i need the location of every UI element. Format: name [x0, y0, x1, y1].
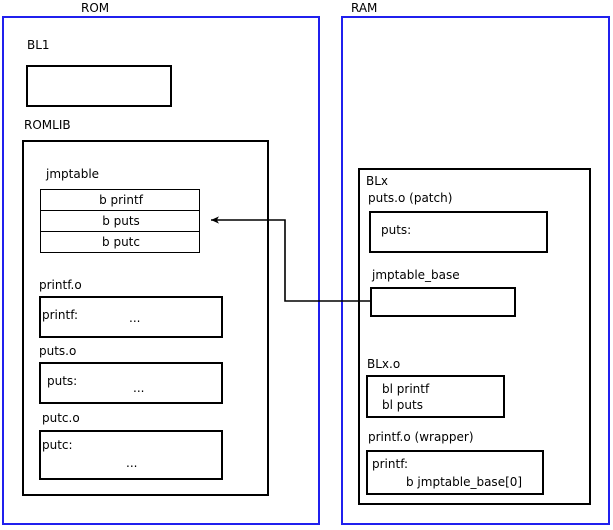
rom-putc-symbol: putc: [42, 438, 73, 452]
blx-o-box: bl printf bl puts [366, 375, 505, 418]
blx-label: BLx [366, 174, 389, 188]
blx-o-line-2: bl puts [382, 398, 423, 412]
rom-puts-ellipsis: ... [133, 381, 145, 395]
jmptable-base-box [370, 287, 516, 317]
jmptable-row-0-text: b printf [99, 193, 143, 207]
jmptable-row-2: b putc [40, 231, 200, 253]
jmptable-label: jmptable [46, 167, 100, 181]
blx-o-line-1: bl printf [382, 382, 430, 396]
rom-region-label: ROM [81, 1, 110, 15]
jmptable-row-2-text: b putc [102, 235, 140, 249]
jmptable-row-1-text: b puts [102, 214, 140, 228]
jmptable-row-1: b puts [40, 210, 200, 232]
printf-wrapper-label: printf.o (wrapper) [368, 430, 474, 444]
puts-patch-label: puts.o (patch) [368, 191, 453, 205]
jmptable-row-0: b printf [40, 189, 200, 211]
rom-putc-ellipsis: ... [126, 456, 138, 470]
rom-putc-o-label: putc.o [42, 411, 80, 425]
printf-wrapper-branch: b jmptable_base[0] [406, 475, 523, 489]
bl1-box [26, 65, 172, 107]
rom-puts-o-label: puts.o [39, 344, 77, 358]
printf-wrapper-box: printf: b jmptable_base[0] [366, 450, 544, 495]
blx-o-label: BLx.o [367, 357, 401, 371]
puts-patch-box: puts: [369, 211, 548, 253]
printf-wrapper-symbol: printf: [372, 457, 409, 471]
rom-printf-o-label: printf.o [39, 278, 82, 292]
rom-puts-o-box: puts: ... [39, 362, 223, 404]
rom-printf-symbol: printf: [42, 308, 79, 322]
ram-region-label: RAM [351, 1, 378, 15]
jmptable-base-label: jmptable_base [372, 268, 460, 282]
puts-patch-symbol: puts: [381, 223, 412, 237]
romlib-label: ROMLIB [24, 118, 71, 132]
bl1-label: BL1 [27, 38, 50, 52]
rom-putc-o-box: putc: ... [39, 430, 223, 480]
rom-puts-symbol: puts: [47, 374, 78, 388]
rom-printf-ellipsis: ... [129, 311, 141, 325]
rom-printf-o-box: printf: ... [39, 296, 223, 338]
